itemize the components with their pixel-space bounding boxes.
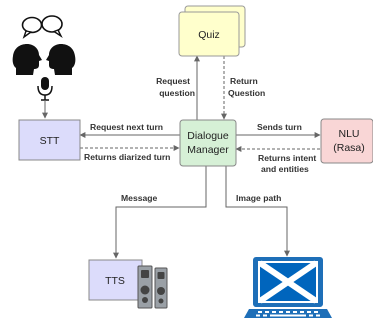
dialogue-manager-node: Dialogue Manager [179,119,237,167]
edge-label-return-question-1: Return [230,76,258,86]
quiz-node: Quiz [178,5,246,57]
nlu-label-line1: NLU [338,128,359,140]
dialogue-label-line1: Dialogue [187,130,229,142]
edge-image-path [225,166,290,257]
stt-node: STT [18,119,81,161]
two-speakers-icon [12,15,76,75]
edge-label-image-path: Image path [236,193,281,203]
stt-label: STT [40,135,60,147]
edge-label-returns-intent-2: and entities [261,164,309,174]
tts-node: TTS [88,259,143,301]
edge-label-sends-turn: Sends turn [257,122,302,132]
speaker-icon [137,265,168,309]
nlu-node: NLU (Rasa) [320,118,373,164]
edge-label-request-question-1: Request [156,76,190,86]
edge-label-return-question-2: Question [228,88,265,98]
nlu-label-line2: (Rasa) [333,142,365,154]
edge-label-request-next-turn: Request next turn [90,122,163,132]
tts-label: TTS [105,275,125,287]
quiz-label: Quiz [198,29,220,41]
microphone-icon [37,77,53,101]
edge-label-request-question-2: question [159,88,195,98]
laptop-icon [244,257,332,318]
edge-label-returns-intent-1: Returns intent [258,153,316,163]
edge-message [113,166,207,259]
edge-label-returns-diarized-turn: Returns diarized turn [84,152,170,162]
edge-label-message: Message [121,193,158,203]
dialogue-label-line2: Manager [187,144,229,156]
